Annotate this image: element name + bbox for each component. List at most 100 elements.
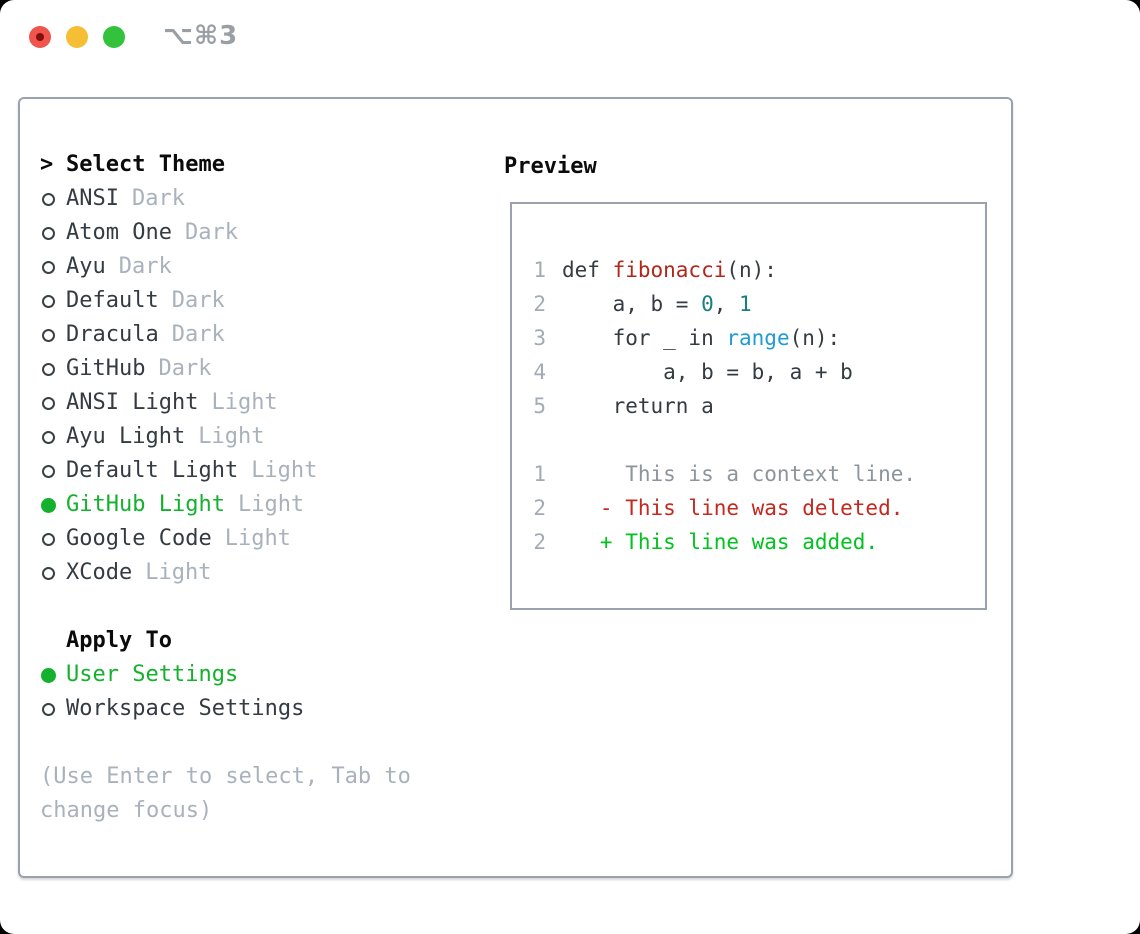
code-line: 3 for _ in range(n):: [532, 321, 985, 355]
theme-name: ANSI: [66, 186, 119, 211]
theme-option-default[interactable]: Default Dark: [40, 284, 490, 318]
diff-text: - This line was deleted.: [562, 496, 904, 520]
radio-unselected-icon: [40, 294, 66, 308]
code-line: 5 return a: [532, 389, 985, 423]
theme-variant-badge: Light: [211, 390, 278, 415]
code-token-code: (n):: [789, 326, 841, 350]
radio-unselected-icon: [40, 566, 66, 580]
diff-line-context: 1 This is a context line.: [532, 457, 985, 491]
help-text: (Use Enter to select, Tab to change focu…: [40, 764, 411, 823]
apply-option-workspace-settings[interactable]: Workspace Settings: [40, 692, 490, 726]
radio-selected-icon: [40, 667, 66, 683]
theme-option-google-code[interactable]: Google Code Light: [40, 522, 490, 556]
code-line: 4 a, b = b, a + b: [532, 355, 985, 389]
line-number: 5: [533, 394, 546, 418]
line-number: 1: [533, 462, 546, 486]
close-button[interactable]: [29, 26, 51, 48]
select-theme-title: Select Theme: [66, 152, 225, 177]
window-title: ⌥⌘3: [163, 21, 239, 51]
theme-variant-badge: Light: [237, 492, 305, 517]
radio-unselected-icon: [40, 362, 66, 376]
radio-unselected-icon: [40, 328, 66, 342]
diff-line-added: 2 + This line was added.: [532, 525, 985, 559]
code-token-code: for _ in: [562, 326, 727, 350]
theme-variant-badge: Light: [251, 458, 318, 483]
spacer: [40, 726, 490, 760]
apply-option-label: User Settings: [66, 662, 239, 687]
preview-title: Preview: [504, 154, 597, 179]
theme-variant-badge: Dark: [118, 254, 172, 279]
apply-to-header: Apply To: [40, 624, 490, 658]
theme-variant-badge: Dark: [131, 186, 185, 211]
radio-unselected-icon: [40, 464, 66, 478]
theme-option-github[interactable]: GitHub Dark: [40, 352, 490, 386]
code-token-code: (n):: [726, 258, 777, 282]
theme-name: Ayu: [66, 254, 106, 279]
line-number: 2: [533, 292, 546, 316]
theme-option-ayu[interactable]: Ayu Dark: [40, 250, 490, 284]
line-number: 1: [533, 258, 546, 282]
theme-option-atom-one[interactable]: Atom One Dark: [40, 216, 490, 250]
theme-name: GitHub: [66, 356, 146, 381]
apply-option-label: Workspace Settings: [66, 696, 305, 721]
theme-option-ansi[interactable]: ANSI Dark: [40, 182, 490, 216]
theme-name: Default: [66, 288, 159, 313]
cursor-chevron-icon: >: [40, 152, 54, 177]
zoom-button[interactable]: [103, 26, 125, 48]
diff-line-deleted: 2 - This line was deleted.: [532, 491, 985, 525]
theme-option-ayu-light[interactable]: Ayu Light Light: [40, 420, 490, 454]
minimize-button[interactable]: [66, 26, 88, 48]
apply-option-user-settings[interactable]: User Settings: [40, 658, 490, 692]
apply-to-title: Apply To: [66, 628, 172, 653]
spacer: [40, 590, 490, 624]
theme-name: XCode: [66, 560, 133, 585]
theme-name: Ayu Light: [66, 424, 186, 449]
theme-name: ANSI Light: [66, 390, 199, 415]
radio-unselected-icon: [40, 260, 66, 274]
theme-variant-badge: Dark: [158, 356, 212, 381]
theme-variant-badge: Light: [224, 526, 291, 551]
theme-name: Google Code: [66, 526, 212, 551]
theme-name: Dracula: [66, 322, 159, 347]
radio-unselected-icon: [40, 532, 66, 546]
line-number: 4: [533, 360, 546, 384]
select-theme-header: > Select Theme: [40, 148, 490, 182]
theme-name: Atom One: [66, 220, 172, 245]
code-token-builtin: range: [726, 326, 790, 350]
theme-variant-badge: Dark: [184, 220, 238, 245]
theme-variant-badge: Dark: [171, 288, 225, 313]
code-line: 1 def fibonacci(n):: [532, 253, 985, 287]
radio-unselected-icon: [40, 396, 66, 410]
theme-option-dracula[interactable]: Dracula Dark: [40, 318, 490, 352]
code-token-func: fibonacci: [612, 258, 727, 282]
radio-unselected-icon: [40, 702, 66, 716]
diff-text: + This line was added.: [562, 530, 879, 554]
code-token-code: a, b =: [562, 292, 702, 316]
line-number: 3: [533, 326, 546, 350]
theme-option-ansi-light[interactable]: ANSI Light Light: [40, 386, 490, 420]
code-token-code: return a: [562, 394, 714, 418]
blank-line: [532, 423, 985, 457]
radio-unselected-icon: [40, 226, 66, 240]
diff-preview: 1 This is a context line.2 - This line w…: [532, 457, 985, 559]
theme-variant-badge: Dark: [171, 322, 225, 347]
code-token-code: a, b = b, a + b: [562, 360, 853, 384]
code-token-code: def: [562, 258, 613, 282]
code-line: 2 a, b = 0, 1: [532, 287, 985, 321]
code-token-code: ,: [713, 292, 740, 316]
line-number: 2: [533, 530, 546, 554]
window-titlebar: ⌥⌘3: [0, 0, 1140, 74]
theme-variant-badge: Light: [198, 424, 265, 449]
radio-unselected-icon: [40, 192, 66, 206]
diff-text: This is a context line.: [562, 462, 917, 486]
